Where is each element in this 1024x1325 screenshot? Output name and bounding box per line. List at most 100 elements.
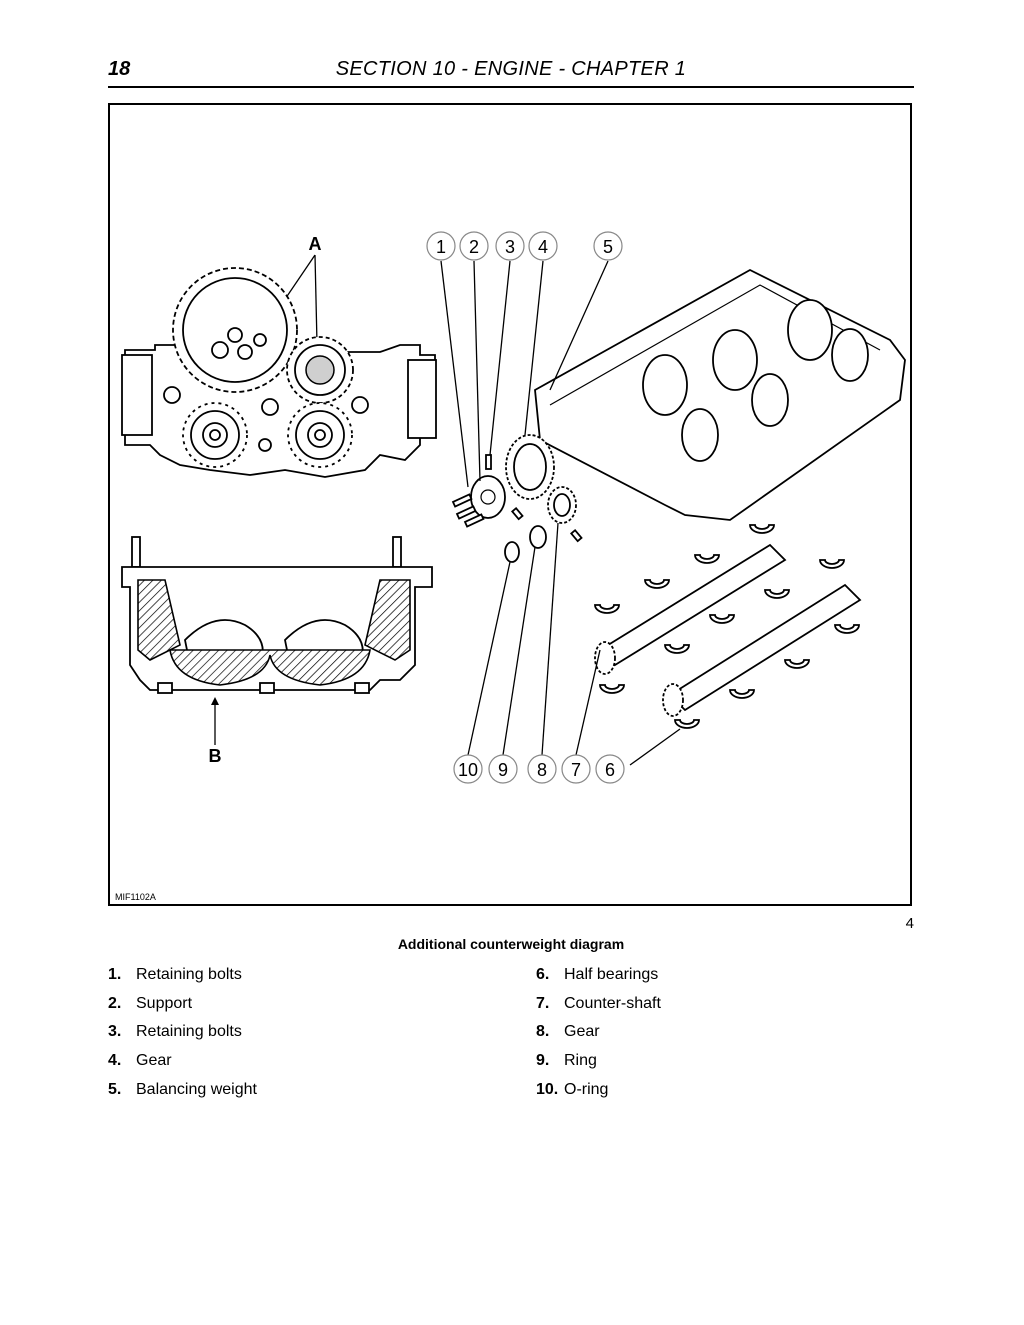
support-plate: [470, 475, 506, 519]
legend-text: Ring: [564, 1052, 597, 1070]
stud: [157, 682, 173, 694]
o-ring-10: [504, 541, 520, 563]
arrow-b: [211, 697, 219, 705]
section-title: SECTION 10 - ENGINE - CHAPTER 1: [335, 58, 687, 80]
svg-text:7: 7: [571, 760, 581, 780]
leader-2: [473, 260, 481, 482]
legend-number: 9.: [536, 1052, 550, 1070]
bolt-head: [351, 396, 369, 414]
legend-item: 3.Retaining bolts: [108, 1023, 257, 1052]
svg-text:6: 6: [605, 760, 615, 780]
legend-item: 7. Counter-shaft: [536, 995, 661, 1024]
large-gear: [172, 267, 298, 393]
leader-10: [467, 561, 511, 756]
svg-text:1: 1: [436, 237, 446, 257]
callout-3: 3: [495, 231, 525, 261]
half-bearings: [594, 524, 860, 729]
bolt-head: [163, 386, 181, 404]
section-counterweights: [169, 649, 371, 686]
bolt: [451, 493, 473, 508]
gear-4: [505, 434, 555, 500]
bore: [642, 354, 688, 416]
bore: [831, 328, 869, 382]
housing-left-flange: [121, 354, 153, 436]
figure-code: MIF1102A: [115, 892, 156, 902]
legend-left-column: 1.Retaining bolts 2.Support 3.Retaining …: [108, 966, 257, 1109]
bore: [681, 408, 719, 462]
leader-5: [549, 260, 609, 391]
bore: [712, 329, 758, 391]
leader-1: [440, 260, 469, 488]
bore: [751, 373, 789, 427]
svg-text:4: 4: [538, 237, 548, 257]
stud: [259, 682, 275, 694]
legend-text: Counter-shaft: [564, 994, 661, 1012]
callout-2: 2: [459, 231, 489, 261]
label-a: A: [309, 234, 322, 254]
svg-text:3: 3: [505, 237, 515, 257]
leader-4: [524, 260, 544, 436]
legend-text: Retaining bolts: [136, 966, 242, 983]
legend-text: Balancing weight: [136, 1080, 257, 1098]
bolt: [569, 528, 583, 543]
bolt-head: [261, 398, 279, 416]
legend-text: Gear: [564, 1023, 600, 1041]
legend-item: 2. Support: [108, 995, 257, 1024]
right-sprocket: [287, 402, 353, 468]
section-hatch-left: [137, 579, 181, 661]
support-disc: [470, 475, 506, 519]
svg-text:10: 10: [458, 760, 478, 780]
bolt: [485, 454, 492, 470]
label-b: B: [209, 746, 222, 766]
callout-7: 7: [561, 754, 591, 784]
figure-number: 4: [905, 915, 914, 932]
figure-frame: A: [108, 103, 912, 906]
callout-1: 1: [426, 231, 456, 261]
counterweight-housing: [534, 268, 906, 521]
leader-3: [489, 260, 511, 456]
legend-item: 4.Gear: [108, 1052, 257, 1081]
svg-text:2: 2: [469, 237, 479, 257]
gear-8-face: [553, 493, 571, 517]
legend-text: Support: [136, 994, 193, 1012]
support-hub: [480, 489, 496, 505]
exploded-diagram: A: [121, 231, 906, 784]
shaft-gear-lower: [662, 683, 684, 717]
retaining-bolts: [451, 454, 583, 543]
legend-number: 2.: [108, 994, 122, 1012]
figure-caption: Additional counterweight diagram: [397, 936, 625, 952]
callout-10: 10: [453, 754, 483, 784]
bore: [787, 299, 833, 361]
dowel-right: [392, 536, 402, 568]
legend-text: O-ring: [564, 1080, 609, 1098]
small-upper-gear: [286, 336, 354, 404]
legend-number: 8.: [536, 1023, 550, 1041]
housing-right-flange: [407, 359, 437, 439]
legend-text: Half bearings: [564, 966, 659, 983]
page-header: 18 SECTION 10 - ENGINE - CHAPTER 1: [108, 56, 914, 88]
section-hatch-right: [364, 579, 411, 661]
bolt: [510, 506, 524, 521]
leader-7: [575, 649, 601, 756]
callout-leaders: [440, 260, 681, 766]
legend-number: 7.: [536, 994, 550, 1012]
legend-item: 8. Gear: [536, 1023, 661, 1052]
section-view-detail-b: B: [121, 536, 433, 766]
svg-text:5: 5: [603, 237, 613, 257]
svg-text:9: 9: [498, 760, 508, 780]
legend-number: 6.: [536, 966, 550, 983]
legend-item: 9. Ring: [536, 1052, 661, 1081]
legend-item: 6. Half bearings: [536, 966, 661, 995]
dowel-left: [131, 536, 141, 568]
callout-4: 4: [528, 231, 558, 261]
callout-6: 6: [595, 754, 625, 784]
legend-number: 10.: [536, 1080, 559, 1098]
legend-item: 5. Balancing weight: [108, 1081, 257, 1110]
leader-8: [541, 522, 559, 756]
legend-number: 5.: [108, 1080, 122, 1098]
callout-9: 9: [488, 754, 518, 784]
housing-edge: [549, 284, 881, 406]
leader-6: [629, 728, 681, 766]
legend-number: 4.: [108, 1052, 122, 1070]
bolt-head: [258, 438, 272, 452]
